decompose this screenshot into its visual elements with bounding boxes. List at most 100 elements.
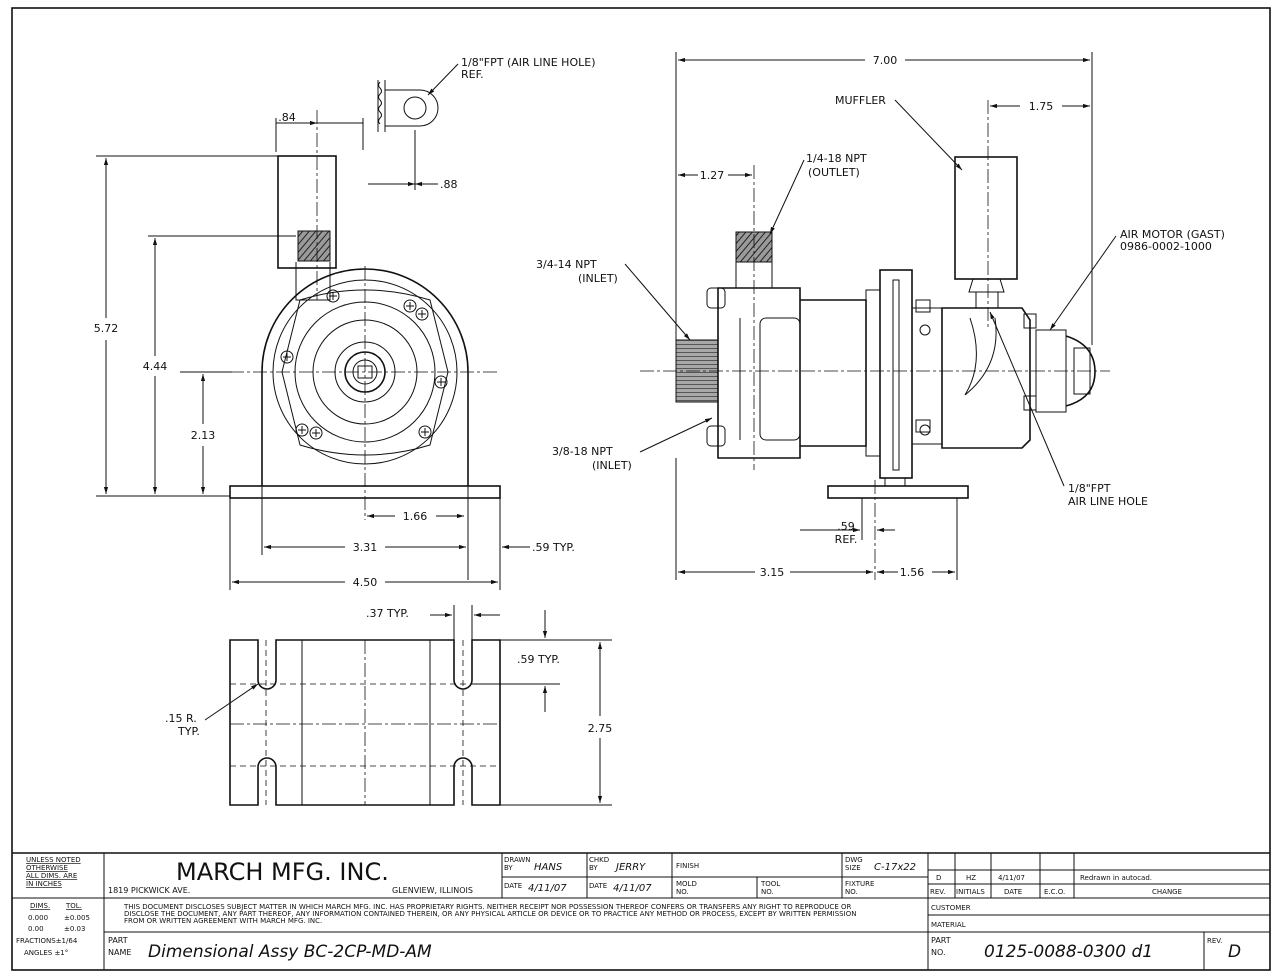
dwg-size-label-1: DWG [845,856,863,864]
dim-213: 2.13 [191,429,216,442]
dim-059-typ: .59 TYP. [532,541,575,554]
dim-088: .88 [440,178,458,191]
callout-inlet34-2: (INLET) [578,272,618,285]
dim-015-r: .15 R. [165,712,197,725]
tol-00: 0.00 [28,925,44,933]
rev-header-date: DATE [1004,888,1022,896]
notice-line-1: THIS DOCUMENT DISCLOSES SUBJECT MATTER I… [123,903,851,911]
callout-air-line-hole-2: REF. [461,68,484,81]
dwg-size: C-17x22 [874,862,916,873]
callout-inlet38-2: (INLET) [592,459,632,472]
finish-label: FINISH [676,862,699,870]
dim-166: 1.66 [403,510,428,523]
tol-fractions: FRACTIONS±1/64 [16,937,78,945]
checked-by: JERRY [614,862,646,873]
drawn-date: 4/11/07 [528,883,567,894]
front-muffler [277,155,337,269]
drawn-label-2: BY [504,864,513,872]
part-name: Dimensional Assy BC-2CP-MD-AM [148,942,432,962]
date-label-2: DATE [589,882,607,890]
dim-700: 7.00 [873,54,898,67]
dim-127: 1.27 [700,169,725,182]
dim-275: 2.75 [588,722,613,735]
company-name: MARCH MFG. INC. [176,858,389,886]
chkd-label-1: CHKD [589,856,609,864]
tol-00-value: ±0.03 [64,925,85,933]
callout-inlet34-1: 3/4-14 NPT [536,258,597,271]
unless-noted-2: OTHERWISE [26,864,68,872]
dim-450: 4.50 [353,576,378,589]
rev-row-change: Redrawn in autocad. [1080,874,1152,882]
part-no-label-2: NO. [931,948,946,957]
rev-header-initials: INITIALS [956,888,985,896]
side-base [827,485,969,499]
rev-header-rev: REV. [930,888,945,896]
tol-000-value: ±0.005 [64,914,90,922]
callout-outlet-2: (OUTLET) [808,166,860,179]
unless-noted-4: IN INCHES [26,880,62,888]
callout-air-line-hole-1: 1/8"FPT (AIR LINE HOLE) [461,56,596,69]
rev-header-change: CHANGE [1152,888,1182,896]
dim-331: 3.31 [353,541,378,554]
title-block [12,852,1270,970]
tol-angles: ANGLES ±1° [24,949,68,957]
callout-muffler: MUFFLER [835,94,886,107]
dim-572: 5.72 [94,322,119,335]
fixture-label-2: NO. [845,888,858,896]
tol-tol-header: TOL. [65,902,82,910]
rev-row-initials: HZ [966,874,976,882]
air-motor [941,307,1031,449]
company-city: GLENVIEW, ILLINOIS [392,886,473,895]
unless-noted-3: ALL DIMS. ARE [26,872,77,880]
customer-label: CUSTOMER [931,904,971,912]
dim-156: 1.56 [900,566,925,579]
checked-date: 4/11/07 [613,883,652,894]
dim-315: 3.15 [760,566,785,579]
dim-037-typ: .37 TYP. [366,607,409,620]
dim-top-059-typ: .59 TYP. [517,653,560,666]
drawn-by: HANS [534,862,563,873]
part-no-label-1: PART [931,936,951,945]
notice-line-3: FROM OR WRITTEN AGREEMENT WITH MARCH MFG… [124,917,322,925]
dwg-size-label-2: SIZE [845,864,861,872]
dim-side-059-ref: REF. [835,533,858,546]
company-address: 1819 PICKWICK AVE. [108,886,190,895]
sheet-border [11,7,1271,971]
mold-label-1: MOLD [676,880,697,888]
callout-outlet-1: 1/4-18 NPT [806,152,867,165]
mold-label-2: NO. [676,888,689,896]
mounting-flange [879,269,913,479]
rev-row-rev: D [936,874,941,882]
front-screws [280,289,448,440]
part-name-label-1: PART [108,936,128,945]
callout-air-motor-2: 0986-0002-1000 [1120,240,1212,253]
pump-head [717,287,801,459]
part-number: 0125-0088-0300 d1 [984,942,1153,962]
chkd-label-2: BY [589,864,598,872]
front-outlet-thread [297,230,331,262]
dim-175: 1.75 [1029,100,1054,113]
tool-label-2: NO. [761,888,774,896]
unless-noted-1: UNLESS NOTED [26,856,81,864]
top-view [229,639,501,806]
rev-header-eco: E.C.O. [1044,888,1065,896]
rev-label: REV. [1207,937,1222,945]
callout-air-hole-2: AIR LINE HOLE [1068,495,1148,508]
front-view [96,80,530,590]
dim-084: .84 [278,111,296,124]
date-label-1: DATE [504,882,522,890]
rev-value: D [1228,942,1241,962]
callout-air-motor-1: AIR MOTOR (GAST) [1120,228,1225,241]
notice-line-2: DISCLOSE THE DOCUMENT, ANY PART THEREOF,… [124,910,856,918]
muffler [954,156,1018,280]
tool-label-1: TOOL [760,880,780,888]
drawn-label-1: DRAWN [504,856,531,864]
callout-inlet38-1: 3/8-18 NPT [552,445,613,458]
dim-444: 4.44 [143,360,168,373]
rev-row-date: 4/11/07 [998,874,1025,882]
part-name-label-2: NAME [108,948,131,957]
material-label: MATERIAL [931,921,966,929]
callout-air-hole-1: 1/8"FPT [1068,482,1111,495]
dim-side-059: .59 [837,520,855,533]
